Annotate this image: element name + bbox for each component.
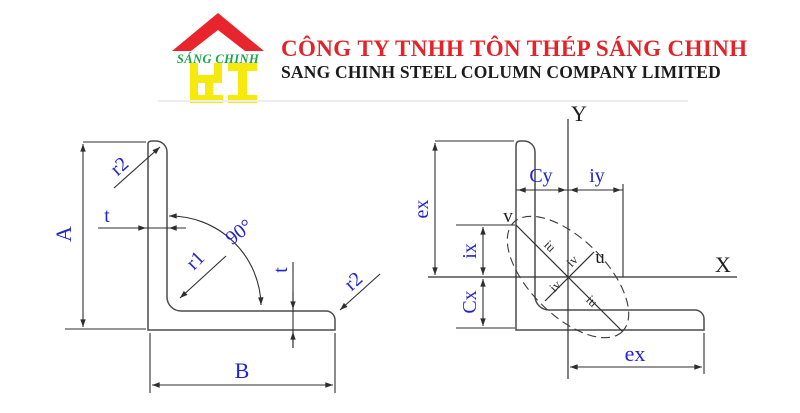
label-r1: r1 <box>182 247 209 274</box>
dim-Cy-iy: Cy iy <box>516 165 624 277</box>
company-title-vietnamese: CÔNG TY TNHH TÔN THÉP SÁNG CHINH <box>281 36 748 61</box>
company-logo: SÁNG CHINH <box>158 6 273 106</box>
label-iv-lower: iv <box>546 277 564 295</box>
header: SÁNG CHINH CÔNG TY TNHH TÔN THÉP SÁNG CH… <box>0 0 800 104</box>
roof-icon <box>172 13 264 51</box>
label-axis-u: u <box>595 247 605 268</box>
axis-u-principal: u <box>544 247 605 302</box>
angle-profile-outline <box>147 140 336 331</box>
label-iy: iy <box>589 165 605 187</box>
company-titles: CÔNG TY TNHH TÔN THÉP SÁNG CHINH SANG CH… <box>281 36 748 82</box>
axes-properties-diagram: Y X v u iu iu iv iv ex <box>411 101 737 379</box>
dim-Cx: Cx <box>456 279 515 329</box>
axis-v-principal: v <box>503 206 623 332</box>
label-angle: 90° <box>222 215 258 250</box>
label-axis-X: X <box>715 252 731 277</box>
label-t-flange: t <box>270 267 292 273</box>
label-ex-horizontal: ex <box>625 341 646 366</box>
label-axis-v: v <box>503 206 513 227</box>
logo-monogram <box>190 63 257 103</box>
label-Cx: Cx <box>459 290 481 313</box>
label-ix: ix <box>459 243 481 259</box>
logo-graphic: SÁNG CHINH <box>172 13 264 103</box>
label-t-web: t <box>104 205 110 227</box>
label-Cy: Cy <box>529 165 552 187</box>
label-A: A <box>51 226 76 242</box>
axis-Y: Y <box>567 101 587 379</box>
dim-r1: r1 <box>179 247 227 299</box>
company-title-english: SANG CHINH STEEL COLUMN COMPANY LIMITED <box>281 62 721 82</box>
dim-ex-horizontal: ex <box>570 333 705 374</box>
dim-ex-vertical: ex <box>411 140 514 275</box>
label-B: B <box>235 358 250 383</box>
angle-profile-outline-right <box>515 140 705 331</box>
label-axis-Y: Y <box>571 101 587 126</box>
axis-X: X <box>428 252 737 278</box>
dim-r2-end: r2 <box>339 268 381 311</box>
label-r2-end: r2 <box>340 268 367 296</box>
dim-B: B <box>149 333 336 393</box>
inertia-ellipse <box>506 215 630 339</box>
dim-A: A <box>51 141 146 330</box>
dim-r2-top: r2 <box>106 146 161 189</box>
angle-section-diagram: A t r2 90° r1 t <box>51 140 381 393</box>
dim-t-flange: t <box>270 262 296 348</box>
header-divider <box>158 100 688 102</box>
logo-brand-text: SÁNG CHINH <box>177 52 260 66</box>
label-ex-vertical: ex <box>411 200 433 219</box>
label-r2-top: r2 <box>106 153 133 181</box>
dim-ix: ix <box>456 224 515 275</box>
